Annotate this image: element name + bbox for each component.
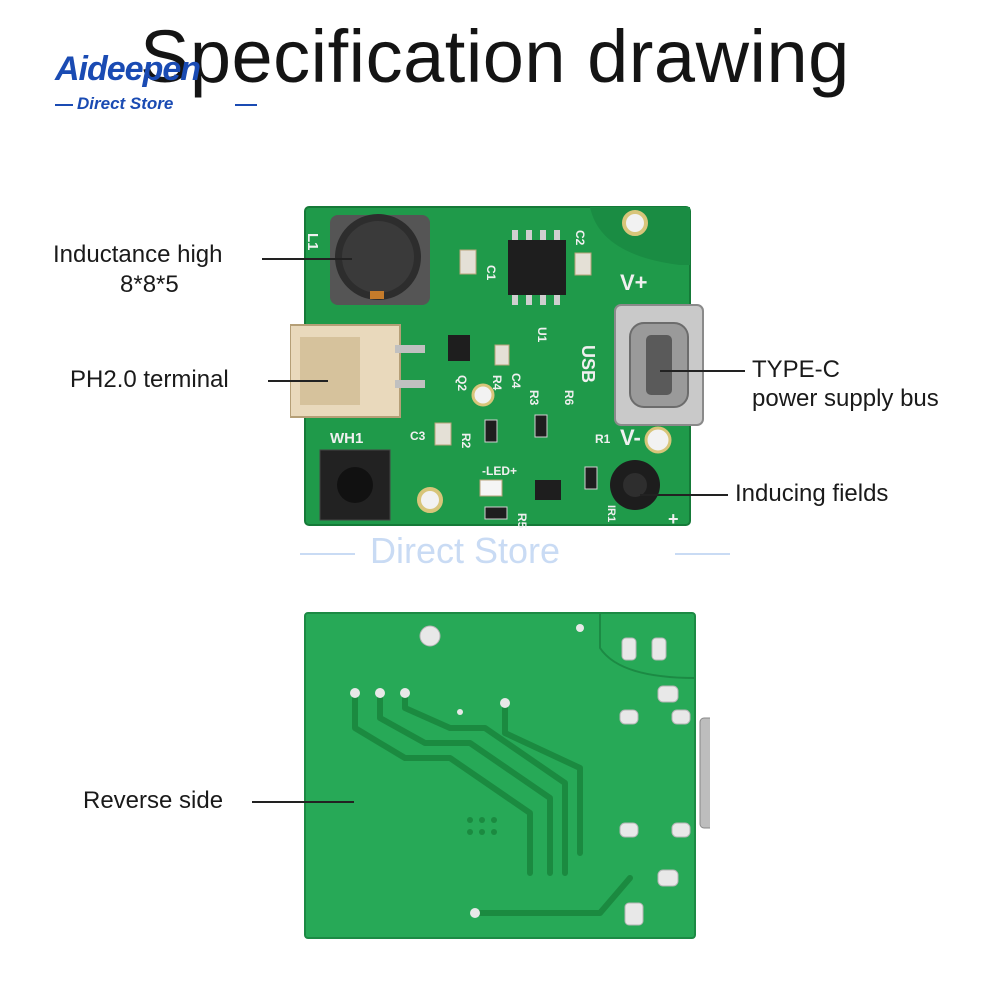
watermark-line-right (675, 553, 730, 555)
silk-c3: C3 (410, 429, 426, 443)
silk-r3: R3 (527, 390, 541, 406)
silk-r1: R1 (595, 432, 611, 446)
silk-c1: C1 (484, 265, 498, 281)
pcb-front: L1 USB V+ V- C1 C2 C3 C4 U1 Q2 R1 R2 R3 … (290, 206, 704, 529)
label-inductance-size: 8*8*5 (120, 271, 179, 298)
silk-usb: USB (578, 345, 598, 383)
leader-typec (660, 370, 745, 372)
logo-line-right (235, 104, 257, 106)
leader-inductance (262, 258, 352, 260)
label-inducing: Inducing fields (735, 480, 889, 507)
pcb-back (304, 612, 710, 939)
silk-ir1: IR1 (605, 505, 617, 522)
silk-c4: C4 (509, 373, 523, 389)
brand-logo: Aideepen Direct Store (55, 52, 275, 122)
label-typec-bus: power supply bus (752, 385, 939, 412)
watermark-line-left (300, 553, 355, 555)
leader-inducing (640, 494, 728, 496)
silk-r2: R2 (459, 433, 473, 449)
silk-wh1: WH1 (330, 430, 363, 447)
silk-plus: + (668, 509, 679, 529)
page-title: Specification drawing (140, 15, 850, 98)
logo-line-left (55, 104, 73, 106)
brand-name: Aideepen (55, 50, 201, 88)
label-inductance: Inductance high (53, 241, 223, 268)
silk-q2: Q2 (455, 375, 469, 391)
leader-reverse (252, 801, 354, 803)
silk-v-minus: V- (620, 425, 641, 450)
watermark-tagline: Direct Store (370, 530, 561, 571)
label-reverse: Reverse side (83, 787, 224, 814)
brand-tagline: Direct Store (77, 94, 174, 113)
label-typec: TYPE-C (752, 356, 841, 383)
silk-r6: R6 (562, 390, 576, 406)
silk-l1: L1 (304, 233, 321, 251)
label-terminal: PH2.0 terminal (70, 366, 229, 393)
leader-terminal (268, 380, 328, 382)
silk-c2: C2 (573, 230, 587, 246)
silk-r4: R4 (490, 375, 504, 391)
silk-r5: R5 (515, 513, 529, 529)
silk-v-plus: V+ (620, 270, 648, 295)
silk-led: -LED+ (482, 464, 517, 478)
silk-u1: U1 (535, 327, 549, 343)
